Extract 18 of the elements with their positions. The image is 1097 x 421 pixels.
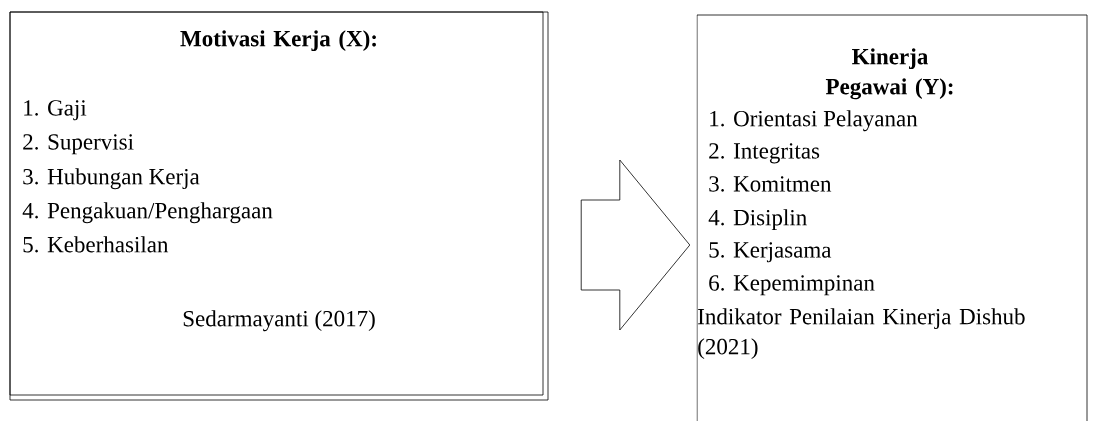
list-item: 6. Kepemimpinan [709, 275, 875, 296]
text-box [696, 14, 1088, 421]
list-item: 5. Kerjasama [709, 242, 832, 263]
list-item: 2. Supervisi [23, 134, 134, 155]
list-item: 3. Hubungan Kerja [23, 168, 200, 190]
list-item: 1. Orientasi Pelayanan [710, 110, 918, 132]
block-arrow [580, 159, 691, 331]
list-item: 5. Keberhasilan [23, 236, 169, 253]
box-heading: Kinerja Pegawai (Y): [825, 48, 953, 100]
citation: Sedarmayanti (2017) [183, 310, 375, 332]
list-item: 2. Integritas [709, 143, 820, 164]
list-item: 1. Gaji [24, 100, 87, 121]
list-item: 4. Disiplin [708, 209, 807, 231]
box-heading: Motivasi Kerja (X): [180, 30, 376, 52]
list-item: 4. Pengakuan/Penghargaan [22, 202, 273, 224]
citation: Indikator Penilaian Kinerja Dishub (2021) [698, 308, 1025, 360]
list-item: 3. Komitmen [709, 176, 832, 192]
text-box [9, 11, 549, 401]
